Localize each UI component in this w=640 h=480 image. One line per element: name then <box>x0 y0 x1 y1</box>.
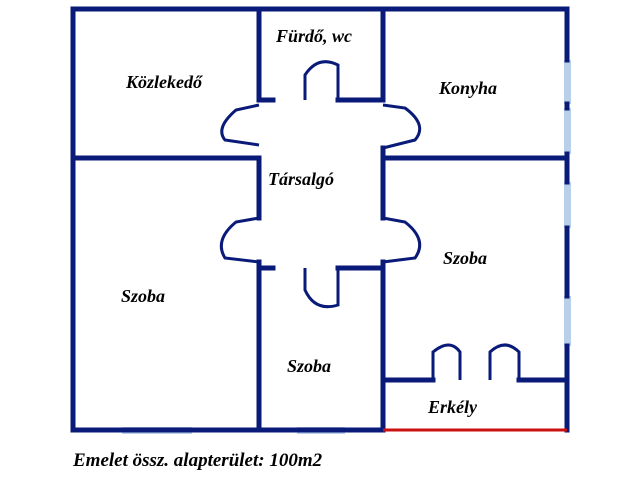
door-room-small <box>303 268 340 309</box>
label-bathroom: Fürdő, wc <box>275 26 352 46</box>
window-room-right-upper <box>564 182 571 228</box>
window-room-right-lower <box>564 296 571 346</box>
door-kitchen <box>382 103 422 150</box>
label-hallway: Közlekedő <box>125 72 203 92</box>
window-kitchen-upper <box>564 60 571 104</box>
label-room-left: Szoba <box>121 286 165 306</box>
label-kitchen: Konyha <box>438 78 497 98</box>
windows <box>122 60 571 434</box>
floor-area-caption: Emelet össz. alapterület: 100m2 <box>73 450 323 471</box>
door-balcony-right <box>488 343 521 380</box>
walls <box>70 6 570 433</box>
door-room-right <box>382 216 422 264</box>
label-room-right: Szoba <box>443 248 487 268</box>
window-kitchen-lower <box>564 108 571 154</box>
label-balcony: Erkély <box>427 397 478 417</box>
door-room-left <box>219 216 260 264</box>
doors <box>219 60 521 380</box>
door-balcony-left <box>431 343 462 380</box>
label-salon: Társalgó <box>268 169 334 189</box>
door-bathroom <box>303 60 340 100</box>
label-room-small: Szoba <box>287 356 331 376</box>
door-hall <box>220 103 260 147</box>
